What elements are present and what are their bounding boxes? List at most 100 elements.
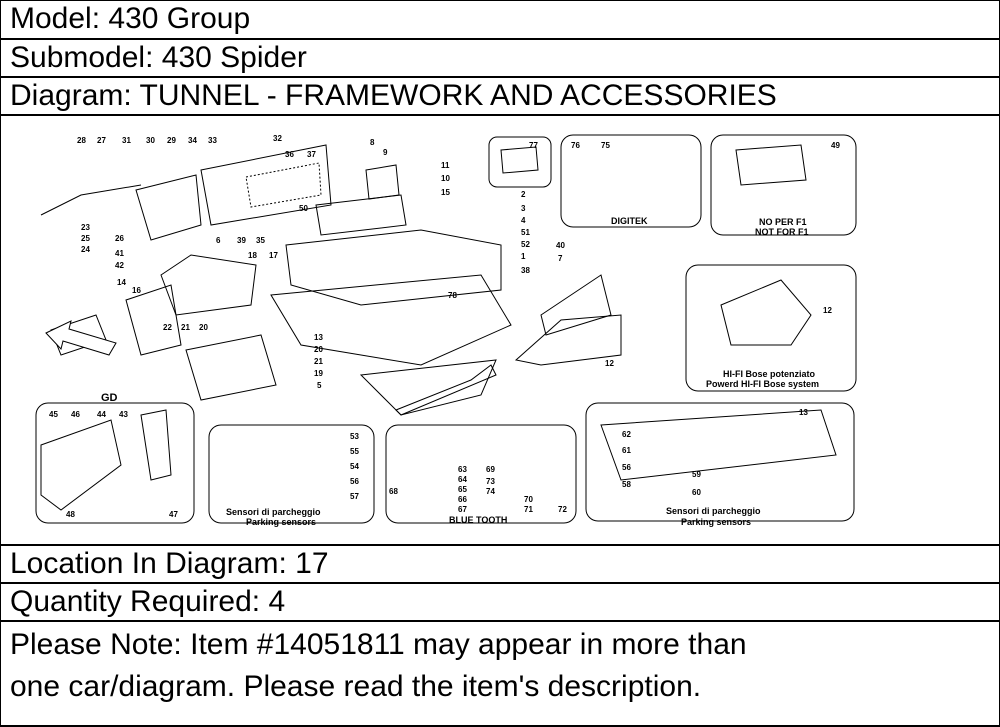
svg-text:67: 67 xyxy=(458,505,467,514)
svg-text:Powerd HI-FI Bose system: Powerd HI-FI Bose system xyxy=(706,379,819,389)
svg-text:9: 9 xyxy=(383,148,388,157)
svg-text:58: 58 xyxy=(622,480,631,489)
svg-text:23: 23 xyxy=(81,223,90,232)
svg-text:38: 38 xyxy=(521,266,530,275)
svg-text:13: 13 xyxy=(799,408,808,417)
svg-text:61: 61 xyxy=(622,446,631,455)
svg-text:47: 47 xyxy=(169,510,178,519)
direction-arrow-icon xyxy=(45,320,117,356)
note-block: Please Note: Item #14051811 may appear i… xyxy=(1,622,1000,708)
svg-text:25: 25 xyxy=(81,234,90,243)
svg-text:71: 71 xyxy=(524,505,533,514)
svg-text:4: 4 xyxy=(521,216,526,225)
svg-text:40: 40 xyxy=(556,241,565,250)
svg-text:45: 45 xyxy=(49,410,58,419)
svg-text:35: 35 xyxy=(256,236,265,245)
svg-text:21: 21 xyxy=(181,323,190,332)
svg-text:NO PER F1: NO PER F1 xyxy=(759,217,807,227)
svg-text:13: 13 xyxy=(314,333,323,342)
svg-text:62: 62 xyxy=(622,430,631,439)
svg-text:41: 41 xyxy=(115,249,124,258)
inset-panel-gd xyxy=(35,402,195,524)
svg-text:27: 27 xyxy=(97,136,106,145)
svg-text:18: 18 xyxy=(248,251,257,260)
svg-text:17: 17 xyxy=(269,251,278,260)
svg-text:NOT FOR F1: NOT FOR F1 xyxy=(755,227,809,237)
svg-text:20: 20 xyxy=(314,345,323,354)
svg-text:20: 20 xyxy=(199,323,208,332)
svg-text:53: 53 xyxy=(350,432,359,441)
svg-text:6: 6 xyxy=(216,236,221,245)
inset-panel-77 xyxy=(488,136,552,188)
svg-text:39: 39 xyxy=(237,236,246,245)
svg-text:74: 74 xyxy=(486,487,495,496)
svg-text:78: 78 xyxy=(448,291,457,300)
svg-text:2: 2 xyxy=(521,190,526,199)
svg-text:16: 16 xyxy=(132,286,141,295)
svg-text:64: 64 xyxy=(458,475,467,484)
diagram-captions: DIGITEK NO PER F1 NOT FOR F1 HI-FI Bose … xyxy=(101,216,819,527)
svg-text:50: 50 xyxy=(299,204,308,213)
inset-panel-digitek xyxy=(560,134,702,228)
svg-text:42: 42 xyxy=(115,261,124,270)
svg-text:BLUE TOOTH: BLUE TOOTH xyxy=(449,515,507,525)
svg-text:28: 28 xyxy=(77,136,86,145)
svg-text:70: 70 xyxy=(524,495,533,504)
svg-text:24: 24 xyxy=(81,245,90,254)
svg-text:14: 14 xyxy=(117,278,126,287)
svg-text:29: 29 xyxy=(167,136,176,145)
svg-text:1: 1 xyxy=(521,252,526,261)
inset-panel-hifi xyxy=(685,264,857,392)
svg-text:76: 76 xyxy=(571,141,580,150)
svg-text:26: 26 xyxy=(115,234,124,243)
svg-text:5: 5 xyxy=(317,381,322,390)
svg-text:55: 55 xyxy=(350,447,359,456)
model-row: Model: 430 Group xyxy=(1,1,999,40)
svg-text:43: 43 xyxy=(119,410,128,419)
svg-text:63: 63 xyxy=(458,465,467,474)
svg-text:65: 65 xyxy=(458,485,467,494)
svg-text:7: 7 xyxy=(558,254,563,263)
note-line-1: Please Note: Item #14051811 may appear i… xyxy=(10,628,747,661)
svg-text:68: 68 xyxy=(389,487,398,496)
quantity-row: Quantity Required: 4 xyxy=(1,584,999,622)
svg-text:48: 48 xyxy=(66,510,75,519)
svg-text:GD: GD xyxy=(101,392,118,404)
svg-text:32: 32 xyxy=(273,134,282,143)
svg-text:57: 57 xyxy=(350,492,359,501)
svg-text:11: 11 xyxy=(441,161,450,170)
svg-text:49: 49 xyxy=(831,141,840,150)
svg-text:56: 56 xyxy=(622,463,631,472)
svg-text:DIGITEK: DIGITEK xyxy=(611,216,648,226)
svg-text:46: 46 xyxy=(71,410,80,419)
svg-text:51: 51 xyxy=(521,228,530,237)
svg-text:Parking sensors: Parking sensors xyxy=(246,517,316,527)
svg-text:HI-FI Bose potenziato: HI-FI Bose potenziato xyxy=(723,369,816,379)
svg-text:75: 75 xyxy=(601,141,610,150)
note-line-2: one car/diagram. Please read the item's … xyxy=(10,670,702,703)
diagram-title-row: Diagram: TUNNEL - FRAMEWORK AND ACCESSOR… xyxy=(1,78,999,116)
svg-text:22: 22 xyxy=(163,323,172,332)
svg-text:66: 66 xyxy=(458,495,467,504)
svg-text:Sensori di parcheggio: Sensori di parcheggio xyxy=(226,507,321,517)
svg-text:34: 34 xyxy=(188,136,197,145)
svg-text:30: 30 xyxy=(146,136,155,145)
svg-text:12: 12 xyxy=(605,359,614,368)
inset-panel-bluetooth xyxy=(385,424,577,524)
svg-text:3: 3 xyxy=(521,204,526,213)
svg-text:60: 60 xyxy=(692,488,701,497)
svg-text:10: 10 xyxy=(441,174,450,183)
location-row: Location In Diagram: 17 xyxy=(1,546,999,584)
submodel-row: Submodel: 430 Spider xyxy=(1,40,999,78)
svg-text:69: 69 xyxy=(486,465,495,474)
svg-text:52: 52 xyxy=(521,240,530,249)
svg-text:21: 21 xyxy=(314,357,323,366)
svg-text:44: 44 xyxy=(97,410,106,419)
svg-text:54: 54 xyxy=(350,462,359,471)
svg-text:37: 37 xyxy=(307,150,316,159)
svg-text:33: 33 xyxy=(208,136,217,145)
